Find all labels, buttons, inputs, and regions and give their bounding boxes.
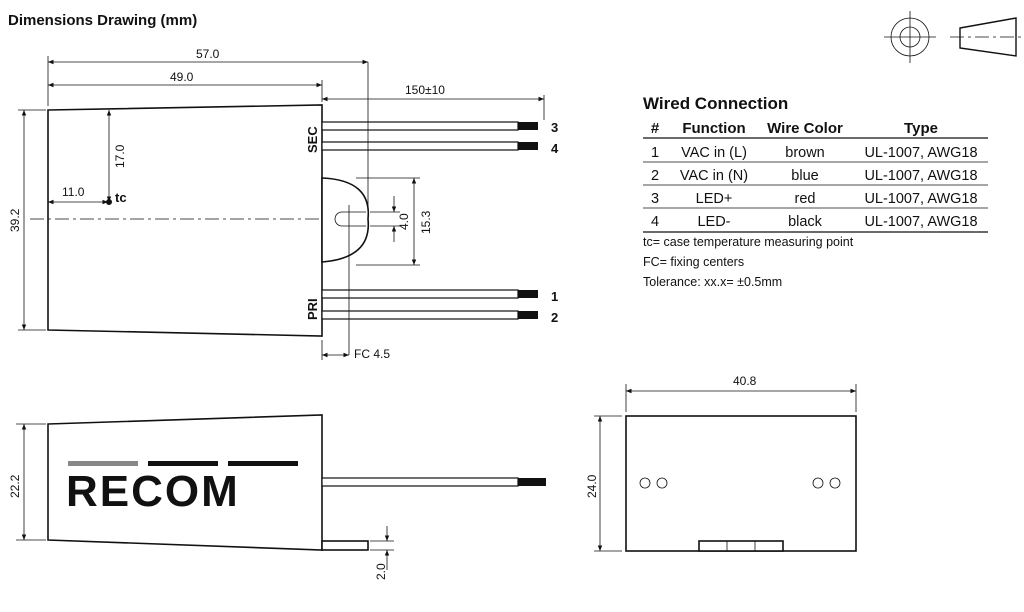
col-header-num: #: [651, 120, 660, 137]
row-4-color: black: [788, 214, 823, 230]
end-view-tab: [698, 540, 784, 552]
note-fc: FC= fixing centers: [643, 255, 744, 269]
dim-height-top: 39.2: [8, 208, 22, 232]
hole-left-2: [656, 477, 668, 489]
hole-left-1: [639, 477, 651, 489]
col-header-function: Function: [682, 120, 745, 137]
end-view-body: [625, 415, 857, 552]
dim-fc: FC 4.5: [354, 347, 390, 361]
side-wire-tip: [518, 478, 546, 486]
row-1-num: 1: [651, 145, 659, 161]
dim-body-length: 49.0: [170, 70, 194, 84]
note-tolerance: Tolerance: xx.x= ±0.5mm: [643, 275, 782, 289]
pri-label: PRI: [305, 298, 320, 320]
side-view: RECOM 22.2 2.0: [8, 414, 546, 580]
wire-3: [321, 121, 519, 131]
row-2-color: blue: [791, 168, 818, 184]
hole-right-2: [829, 477, 841, 489]
dim-height-side: 22.2: [8, 474, 22, 498]
dim-tc-horizontal: 11.0: [62, 185, 85, 199]
row-1-function: VAC in (L): [681, 145, 747, 161]
dim-tc-vertical: 17.0: [113, 144, 127, 168]
dim-wire-length: 150±10: [405, 83, 445, 97]
wire-label-4: 4: [551, 141, 559, 156]
side-view-tab: [321, 540, 369, 551]
row-3-color: red: [795, 191, 816, 207]
wire-1-tip: [518, 290, 538, 298]
row-4-function: LED-: [697, 214, 730, 230]
wire-4-tip: [518, 142, 538, 150]
row-3-type: UL-1007, AWG18: [864, 191, 977, 207]
row-2-num: 2: [651, 168, 659, 184]
wire-2: [321, 310, 519, 320]
sec-label: SEC: [305, 126, 320, 153]
wire-1: [321, 289, 519, 299]
dim-width-end: 40.8: [733, 374, 757, 388]
side-wire: [321, 477, 519, 487]
col-header-type: Type: [904, 120, 938, 137]
dim-height-end: 24.0: [585, 474, 599, 498]
logo-bar-3: [228, 461, 298, 466]
hole-right-1: [812, 477, 824, 489]
row-3-num: 3: [651, 191, 659, 207]
wired-connection-table: Wired Connection # Function Wire Color T…: [643, 94, 988, 289]
wire-label-3: 3: [551, 120, 558, 135]
fixing-tab: [321, 177, 370, 263]
top-view-body: [47, 104, 323, 337]
wire-2-tip: [518, 311, 538, 319]
col-header-wire-color: Wire Color: [767, 120, 843, 137]
dim-tab: 2.0: [374, 563, 388, 580]
tc-point: [106, 199, 112, 205]
fixing-slot: [334, 211, 366, 227]
wired-connection-title: Wired Connection: [643, 94, 788, 113]
logo-bar-2: [148, 461, 218, 466]
dim-fixing-span: 15.3: [419, 210, 433, 234]
row-2-function: VAC in (N): [680, 168, 748, 184]
wire-label-2: 2: [551, 310, 558, 325]
wire-label-1: 1: [551, 289, 558, 304]
row-1-type: UL-1007, AWG18: [864, 145, 977, 161]
logo-bar-1: [68, 461, 138, 466]
end-view: 40.8 24.0: [585, 374, 857, 552]
note-tc: tc= case temperature measuring point: [643, 235, 854, 249]
wire-4: [321, 141, 519, 151]
dim-overall-length: 57.0: [196, 47, 220, 61]
row-1-color: brown: [785, 145, 825, 161]
row-2-type: UL-1007, AWG18: [864, 168, 977, 184]
brand-logo-text: RECOM: [66, 467, 240, 516]
wire-3-tip: [518, 122, 538, 130]
top-view: 3 4 1 2 SEC PRI 57.0 49.0 150±10 39.2 17…: [8, 47, 559, 361]
dim-slot-width: 4.0: [397, 213, 411, 230]
tc-label: tc: [115, 190, 127, 205]
row-4-type: UL-1007, AWG18: [864, 214, 977, 230]
projection-symbol: [884, 11, 1022, 63]
row-4-num: 4: [651, 214, 659, 230]
drawing-title: Dimensions Drawing (mm): [8, 12, 197, 29]
row-3-function: LED+: [696, 191, 733, 207]
